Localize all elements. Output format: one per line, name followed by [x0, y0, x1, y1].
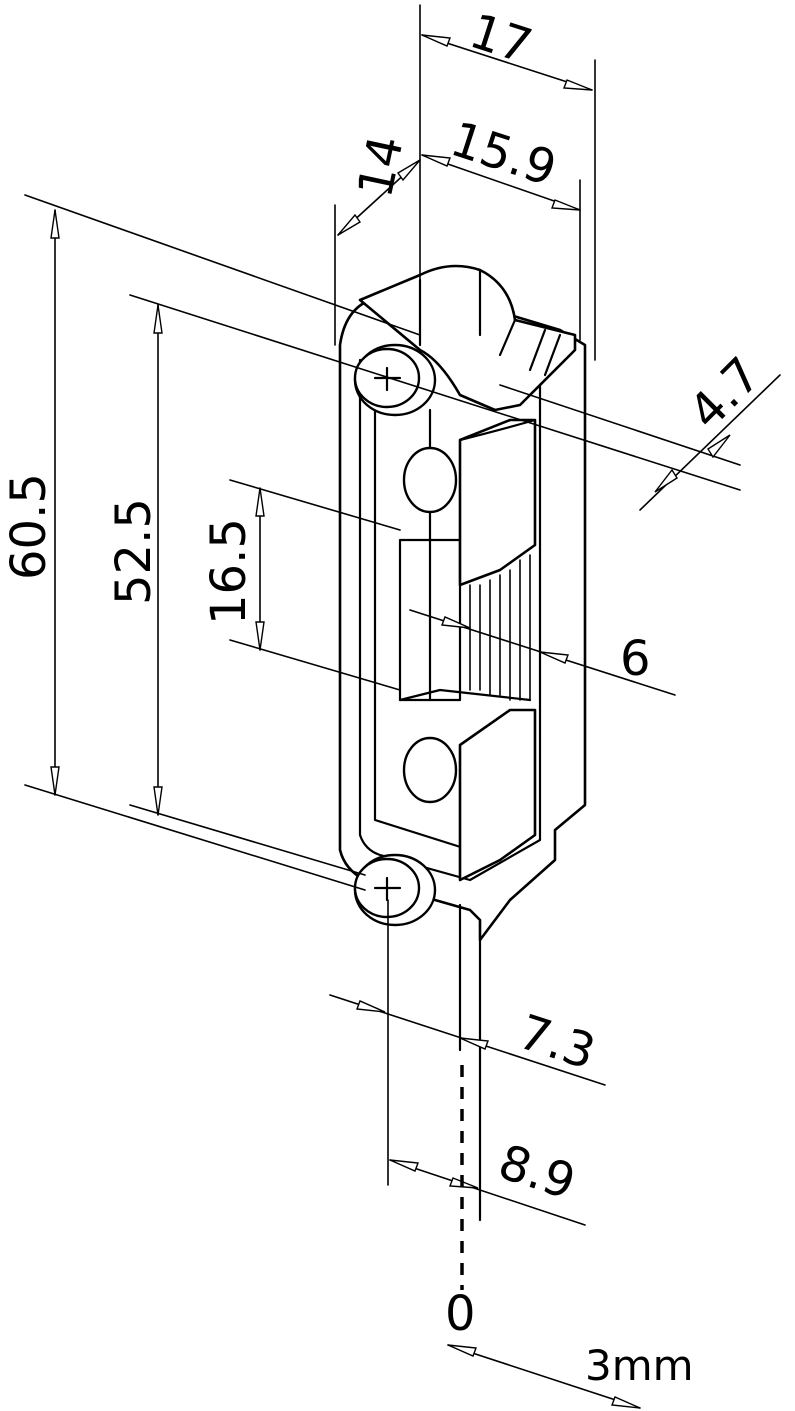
bottom-screw [353, 853, 437, 927]
svg-text:0: 0 [445, 1286, 476, 1342]
svg-text:60.5: 60.5 [1, 473, 57, 580]
scale-indicator: 0 3mm [445, 1065, 694, 1409]
svg-text:6: 6 [620, 631, 651, 687]
dimension-16-5: 16.5 [201, 479, 401, 691]
svg-text:17: 17 [463, 3, 538, 75]
svg-text:14: 14 [347, 131, 414, 202]
svg-text:16.5: 16.5 [201, 518, 257, 625]
dimension-52-5: 52.5 [106, 294, 741, 876]
svg-text:4.7: 4.7 [678, 347, 772, 441]
dimension-60-5: 60.5 [1, 194, 421, 891]
svg-text:7.3: 7.3 [512, 1004, 602, 1081]
top-screw [353, 343, 437, 417]
dimension-14: 14 [334, 131, 421, 346]
svg-text:3mm: 3mm [585, 1341, 694, 1390]
dimension-6: 6 [409, 609, 676, 701]
dimension-7-3: 7.3 [329, 994, 606, 1086]
strike-body [338, 264, 587, 1222]
svg-text:52.5: 52.5 [106, 498, 162, 605]
svg-text:8.9: 8.9 [492, 1134, 582, 1211]
svg-text:15.9: 15.9 [444, 111, 563, 197]
